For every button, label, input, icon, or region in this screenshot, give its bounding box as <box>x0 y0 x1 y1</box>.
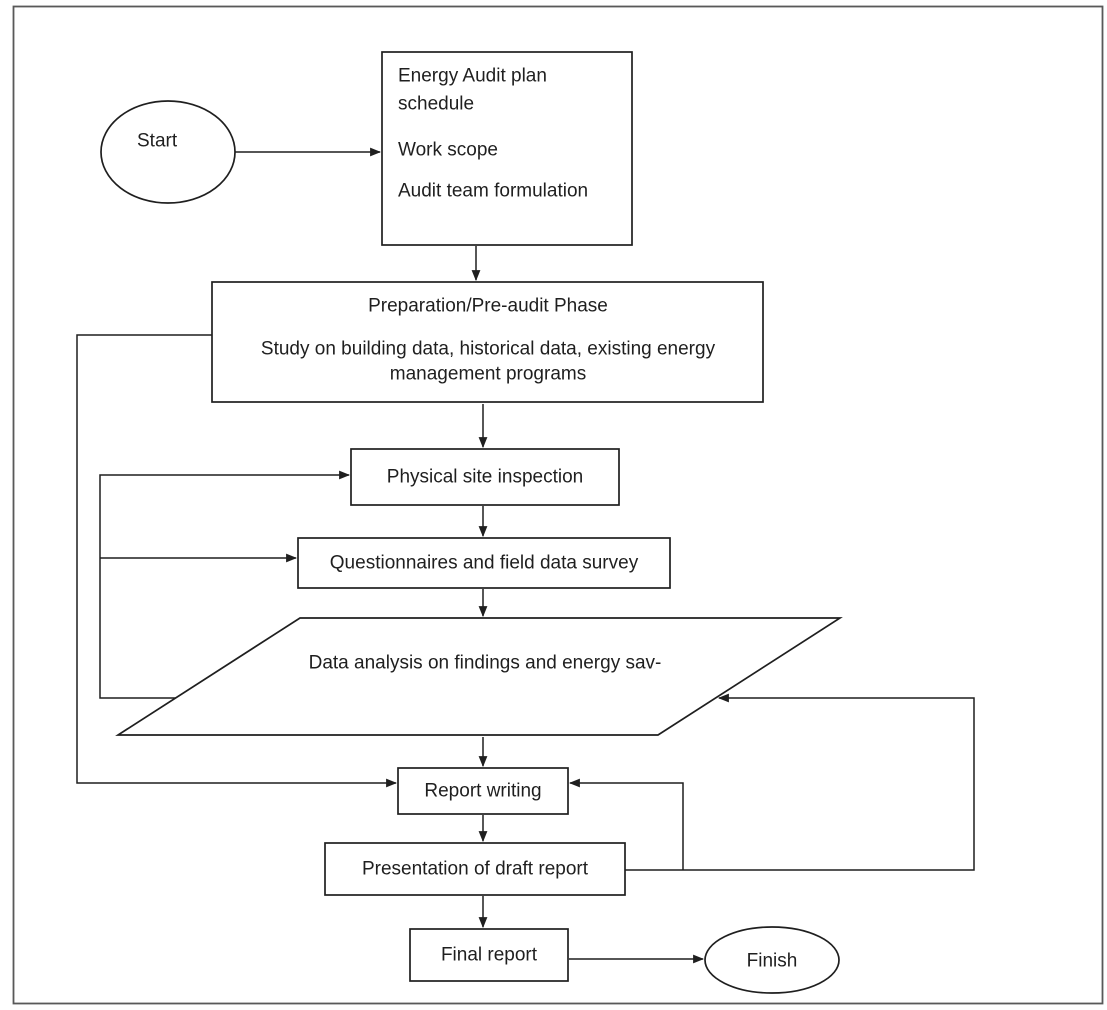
site-inspection-label: Physical site inspection <box>387 467 583 488</box>
final-report-label: Final report <box>441 945 538 966</box>
preparation-box: Preparation/Pre-audit Phase Study on bui… <box>211 281 764 403</box>
final-report-rect <box>409 928 569 982</box>
data-analysis-parallelogram: Data analysis on findings and energy sav… <box>115 617 843 736</box>
questionnaires-rect <box>297 537 671 589</box>
draft-report-box: Presentation of draft report <box>324 842 626 896</box>
questionnaires-box: Questionnaires and field data survey <box>297 537 671 589</box>
loop-preparation-to-report-writing <box>76 334 398 788</box>
preparation-line-1: Preparation/Pre-audit Phase <box>368 296 608 317</box>
loop-draft-to-analysis <box>625 693 975 871</box>
report-writing-rect <box>397 767 569 815</box>
questionnaires-label: Questionnaires and field data survey <box>330 553 639 574</box>
finish-terminator: Finish <box>704 926 840 994</box>
report-writing-box: Report writing <box>397 767 569 815</box>
plan-line-3: Work scope <box>398 140 498 161</box>
report-writing-label: Report writing <box>424 781 541 802</box>
data-analysis-label: Data analysis on findings and energy sav… <box>309 653 662 674</box>
loop-draft-to-report-writing <box>568 778 684 870</box>
plan-box: Energy Audit plan schedule Work scope Au… <box>381 51 633 246</box>
final-report-box: Final report <box>409 928 569 982</box>
data-analysis-shape <box>115 617 843 736</box>
site-inspection-rect <box>350 448 620 506</box>
start-ellipse <box>100 100 236 204</box>
draft-report-rect <box>324 842 626 896</box>
plan-rect <box>381 51 633 246</box>
loop-analysis-to-inspection <box>99 470 351 699</box>
draft-report-label: Presentation of draft report <box>362 859 589 880</box>
site-inspection-box: Physical site inspection <box>350 448 620 506</box>
start-label: Start <box>137 131 178 152</box>
page-border <box>12 5 1104 1005</box>
start-terminator: Start <box>100 100 236 204</box>
plan-line-1: Energy Audit plan <box>398 66 547 87</box>
finish-label: Finish <box>747 951 798 972</box>
finish-ellipse <box>704 926 840 994</box>
preparation-line-2: Study on building data, historical data,… <box>261 339 716 360</box>
plan-line-4: Audit team formulation <box>398 181 588 202</box>
preparation-line-3: management programs <box>390 364 586 385</box>
preparation-rect <box>211 281 764 403</box>
plan-line-2: schedule <box>398 94 474 115</box>
